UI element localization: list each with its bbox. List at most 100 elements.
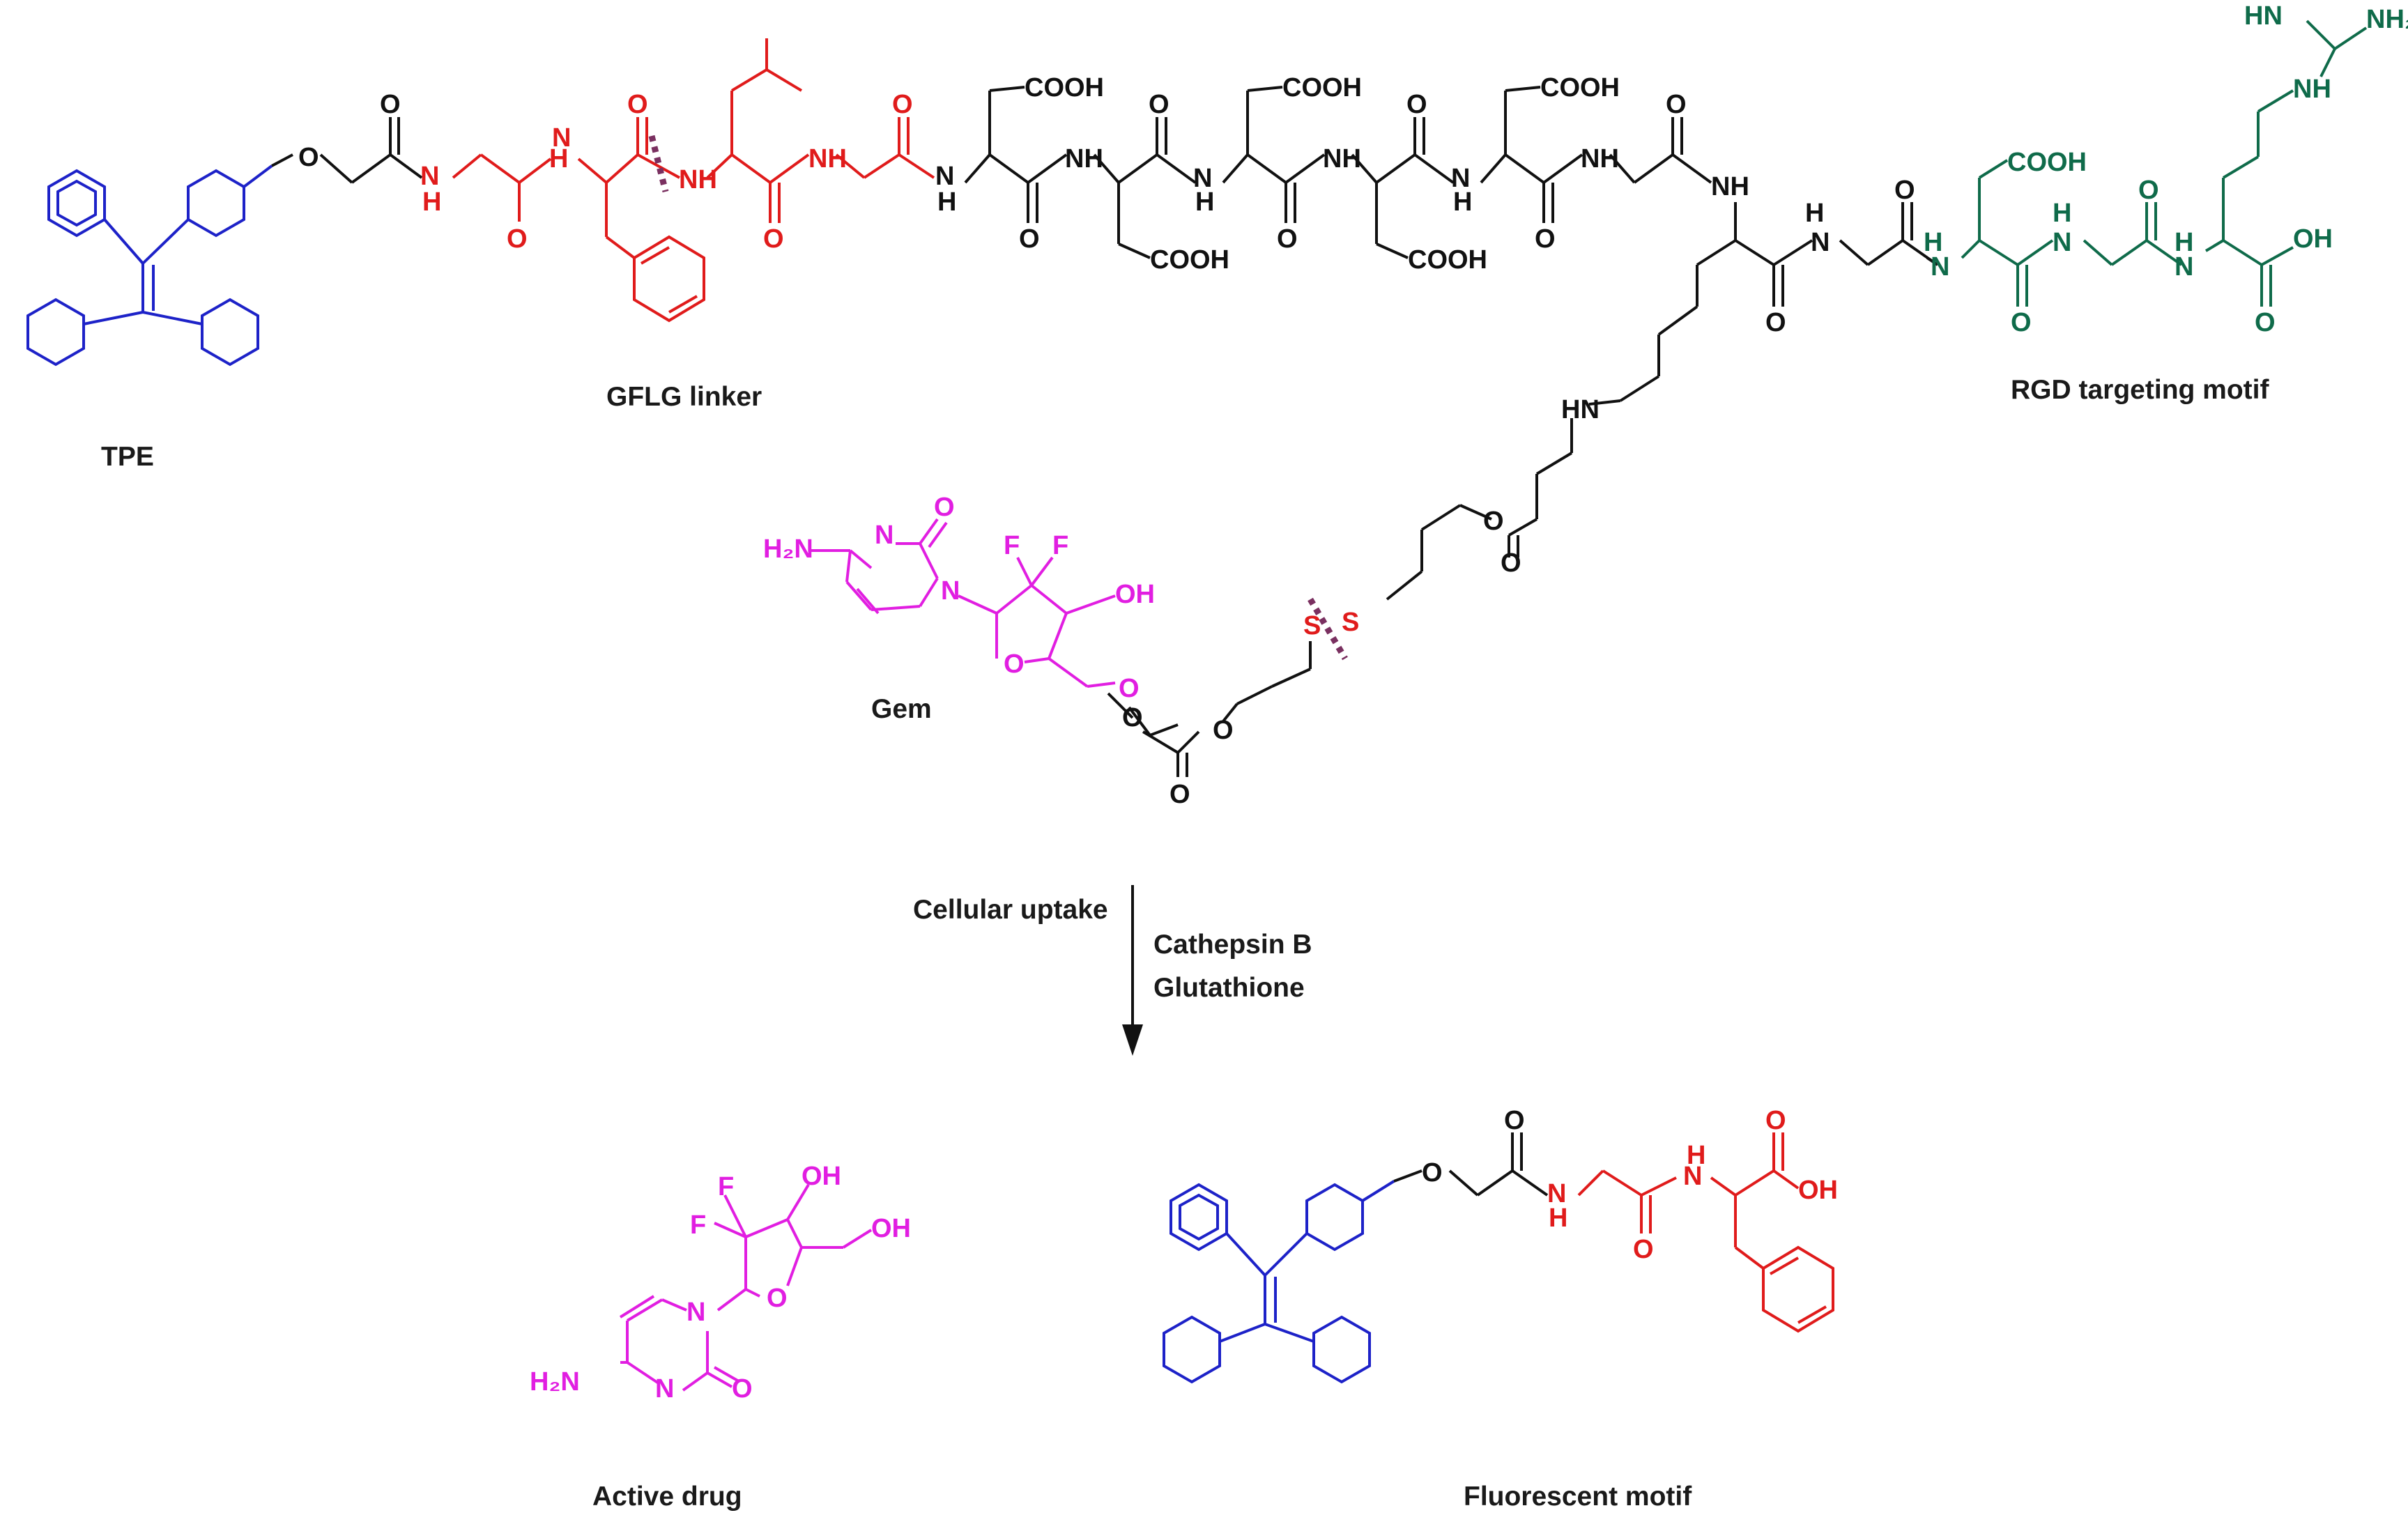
svg-text:H: H <box>2175 228 2193 257</box>
svg-text:S: S <box>1342 608 1359 637</box>
label-cellular-uptake: Cellular uptake <box>913 895 1108 925</box>
svg-text:COOH: COOH <box>1540 73 1620 102</box>
svg-text:H: H <box>1805 199 1824 228</box>
svg-text:O: O <box>2255 308 2276 337</box>
svg-text:O: O <box>298 143 319 172</box>
svg-text:N: N <box>1811 228 1830 257</box>
svg-text:NH: NH <box>1323 144 1361 174</box>
svg-text:O: O <box>2138 176 2159 205</box>
svg-text:NH: NH <box>1065 144 1103 174</box>
svg-text:H₂N: H₂N <box>763 535 813 564</box>
svg-text:O: O <box>380 90 401 119</box>
svg-text:O: O <box>732 1374 753 1404</box>
svg-text:N: N <box>655 1374 674 1404</box>
svg-text:O: O <box>1633 1235 1654 1264</box>
svg-text:O: O <box>1149 90 1170 119</box>
gflg-atoms: O O N H O H N O NH O NH O <box>298 90 913 254</box>
svg-text:COOH: COOH <box>1150 245 1229 275</box>
svg-text:O: O <box>1213 716 1234 745</box>
peptide-backbone-bonds <box>964 86 1939 777</box>
svg-text:O: O <box>1765 1106 1786 1135</box>
svg-text:N: N <box>2175 252 2193 282</box>
svg-text:O: O <box>1422 1158 1443 1187</box>
svg-text:N: N <box>941 576 960 606</box>
svg-text:NH: NH <box>2293 75 2331 104</box>
svg-text:H: H <box>1924 228 1942 257</box>
label-gflg-linker: GFLG linker <box>606 382 762 412</box>
svg-text:F: F <box>690 1210 706 1240</box>
svg-text:F: F <box>1004 531 1020 560</box>
svg-text:NH₂: NH₂ <box>2366 5 2408 34</box>
rgd-motif-bonds <box>1926 20 2368 307</box>
svg-text:F: F <box>1052 531 1068 560</box>
fluorescent-motif-atoms: O O N H O H N O OH <box>1422 1106 1838 1264</box>
svg-text:HN: HN <box>1561 395 1600 424</box>
svg-text:N: N <box>1547 1179 1566 1208</box>
svg-text:O: O <box>1119 674 1140 703</box>
svg-text:H: H <box>1687 1141 1705 1170</box>
svg-text:O: O <box>1666 90 1687 119</box>
svg-text:NH: NH <box>1581 144 1619 174</box>
svg-text:S: S <box>1303 611 1321 640</box>
svg-text:N: N <box>1451 164 1470 193</box>
svg-text:COOH: COOH <box>2007 148 2087 177</box>
svg-text:O: O <box>1501 548 1521 578</box>
svg-text:OH: OH <box>802 1162 841 1191</box>
svg-text:H: H <box>937 187 956 217</box>
label-glutathione: Glutathione <box>1153 973 1305 1003</box>
svg-text:H: H <box>1453 187 1472 217</box>
svg-text:COOH: COOH <box>1282 73 1362 102</box>
svg-text:H: H <box>422 187 441 217</box>
svg-text:N: N <box>1193 164 1212 193</box>
svg-text:O: O <box>1170 780 1190 809</box>
svg-text:N: N <box>552 123 571 153</box>
label-rgd-targeting-motif: RGD targeting motif <box>2011 375 2269 405</box>
tpe-fragment <box>26 164 273 367</box>
label-tpe: TPE <box>101 442 154 472</box>
active-drug-bonds <box>619 1183 873 1392</box>
label-active-drug: Active drug <box>592 1482 742 1512</box>
svg-text:O: O <box>1535 224 1556 254</box>
peptide-atoms: N H COOH O NH COOH O N H COOH O NH COOH … <box>935 73 1915 809</box>
svg-text:N: N <box>2053 228 2071 257</box>
svg-text:O: O <box>767 1284 788 1313</box>
svg-text:O: O <box>1765 308 1786 337</box>
svg-text:H₂N: H₂N <box>530 1367 580 1397</box>
svg-text:O: O <box>1483 507 1504 536</box>
active-drug-atoms: H₂N N N O O F F OH OH <box>530 1162 911 1404</box>
svg-text:O: O <box>763 224 784 254</box>
svg-text:H: H <box>2053 199 2071 228</box>
rgd-atoms: H N COOH O H N O N H O OH NH NH₂ HN <box>1924 1 2408 337</box>
svg-text:N: N <box>420 162 439 191</box>
svg-text:NH: NH <box>1711 172 1749 201</box>
svg-text:H: H <box>549 144 568 174</box>
svg-text:N: N <box>935 162 954 191</box>
gflg-linker-bonds <box>271 38 935 323</box>
svg-text:O: O <box>892 90 913 119</box>
svg-text:OH: OH <box>1798 1176 1838 1205</box>
svg-text:O: O <box>2011 308 2032 337</box>
label-cathepsin-b: Cathepsin B <box>1153 930 1312 960</box>
svg-text:O: O <box>1406 90 1427 119</box>
svg-text:NH: NH <box>808 144 847 174</box>
svg-text:N: N <box>1931 252 1949 282</box>
svg-text:H: H <box>1549 1204 1567 1233</box>
svg-text:NH: NH <box>679 165 717 194</box>
label-gem: Gem <box>871 694 932 724</box>
svg-text:N: N <box>687 1298 705 1327</box>
svg-text:F: F <box>718 1172 734 1201</box>
svg-text:O: O <box>1019 224 1040 254</box>
svg-text:O: O <box>934 493 955 522</box>
svg-text:H: H <box>1195 187 1214 217</box>
svg-text:N: N <box>1683 1162 1702 1191</box>
svg-text:OH: OH <box>2293 224 2333 254</box>
svg-text:O: O <box>507 224 528 254</box>
gem-atoms: H₂N N O N F F OH O O <box>763 493 1155 703</box>
svg-text:COOH: COOH <box>1025 73 1104 102</box>
svg-text:OH: OH <box>871 1214 911 1243</box>
svg-text:O: O <box>1504 1106 1525 1135</box>
svg-text:O: O <box>1004 649 1025 679</box>
gem-bonds <box>808 518 1116 688</box>
svg-text:O: O <box>1277 224 1298 254</box>
